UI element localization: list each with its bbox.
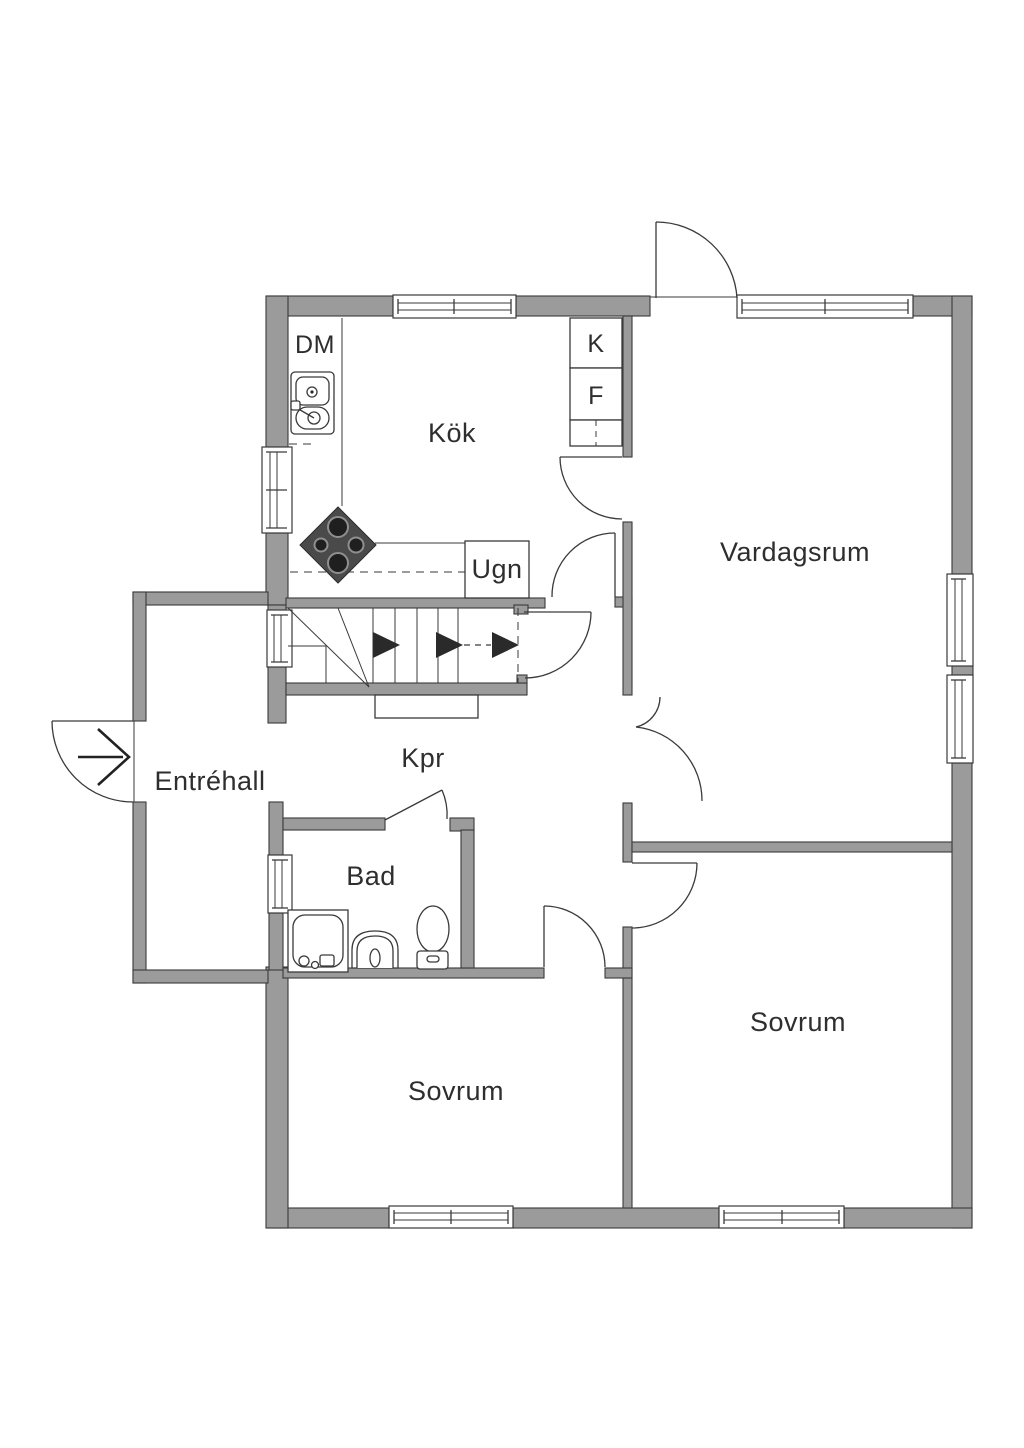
wall-living-bedroom-divider [631, 841, 953, 853]
interior-walls [267, 315, 953, 1209]
stair-arrow-icon [436, 632, 463, 658]
wall-hall-left-1 [132, 591, 147, 722]
fridge-label: K [587, 330, 604, 358]
wall-hall-bottom [132, 969, 269, 984]
wall-right-2 [951, 762, 973, 1229]
stair-bottom-step [374, 694, 479, 719]
wall-spine-2 [622, 521, 633, 696]
wall-corridor-south-2 [604, 967, 633, 979]
bathroom-fixtures [287, 905, 450, 973]
wall-corridor-south-1 [282, 967, 545, 979]
wall-left-upper-2 [265, 532, 289, 606]
wall-spine-4 [622, 926, 633, 1209]
living-exterior-door [650, 221, 738, 299]
wall-stair-south-stub [516, 674, 528, 684]
bedroom-left-door [543, 905, 606, 968]
window-living-right-upper [946, 573, 974, 667]
window-living-top [736, 294, 914, 319]
doors [51, 221, 738, 968]
shower-icon [287, 909, 349, 973]
window-bath-interior [267, 854, 293, 914]
oven-box [464, 540, 530, 599]
window-bedroom-right-bottom [718, 1205, 845, 1229]
living-room-label: Vardagsrum [720, 537, 870, 567]
window-kitchen-left [261, 446, 293, 534]
freezer-box [569, 367, 623, 421]
wall-bath-north [282, 817, 386, 831]
bedroom-left-label: Sovrum [408, 1076, 504, 1106]
stair-arrow-icon [373, 632, 400, 658]
dishwasher-label: DM [295, 331, 335, 359]
stair-corridor-door [524, 611, 592, 679]
room-labels: DM Kök K F Ugn Vardagsrum Entréhall Kpr … [154, 330, 870, 1106]
corridor-living-double-door [635, 696, 703, 802]
wall-kitchen-south-stub [513, 604, 529, 615]
wall-bottom-2 [512, 1207, 720, 1229]
hall-label: Entréhall [154, 766, 265, 796]
wall-spine-3 [622, 802, 633, 863]
wall-kitchen-south [285, 597, 546, 609]
wall-bath-north-corner [449, 817, 475, 832]
wall-hall-top [132, 591, 269, 606]
window-kitchen-top [392, 294, 517, 319]
exterior-walls [132, 295, 974, 1229]
wall-bath-east [460, 829, 475, 969]
bath-door [384, 789, 448, 821]
kitchen-corridor-door [551, 532, 616, 598]
wall-right-mullion [951, 665, 974, 676]
wall-left-lower [265, 966, 289, 1229]
window-stair-interior [266, 609, 293, 668]
window-bedroom-left-bottom [388, 1205, 514, 1229]
stove-icon [299, 506, 377, 584]
corridor-label: Kpr [401, 743, 445, 773]
kitchen-living-door [559, 456, 623, 520]
wall-stair-south [285, 682, 528, 696]
wall-bath-west-2 [268, 912, 284, 971]
toilet-icon [416, 905, 450, 970]
bath-label: Bad [346, 861, 396, 891]
wall-right-1 [951, 295, 973, 575]
bath-sink-icon [351, 930, 399, 969]
stair-winder-line [337, 607, 370, 688]
wall-hall-left-2 [132, 801, 147, 984]
kitchen-label: Kök [428, 418, 476, 448]
wall-bottom-3 [843, 1207, 973, 1229]
wall-spine-1 [622, 315, 633, 458]
wall-bath-west-1 [268, 801, 284, 856]
wall-stair-west-2 [267, 666, 287, 724]
freezer-label: F [588, 382, 604, 410]
stair-winder-line [287, 607, 370, 688]
staircase [287, 607, 519, 719]
bedroom-right-door [631, 862, 698, 929]
kitchen-sink-icon [290, 371, 335, 435]
stair-arrow-icon [492, 632, 519, 658]
wall-top-2 [515, 295, 651, 317]
oven-label: Ugn [471, 554, 522, 584]
stair-direction-arrows-icon [373, 632, 519, 658]
kitchen-fittings [289, 317, 623, 599]
windows [261, 294, 974, 1229]
window-living-right-lower [946, 674, 974, 764]
entrance-door [51, 720, 135, 803]
fridge-freezer-column [569, 317, 623, 447]
bedroom-right-label: Sovrum [750, 1007, 846, 1037]
entrance-arrow-icon [78, 728, 131, 786]
wall-left-upper-1 [265, 295, 289, 448]
